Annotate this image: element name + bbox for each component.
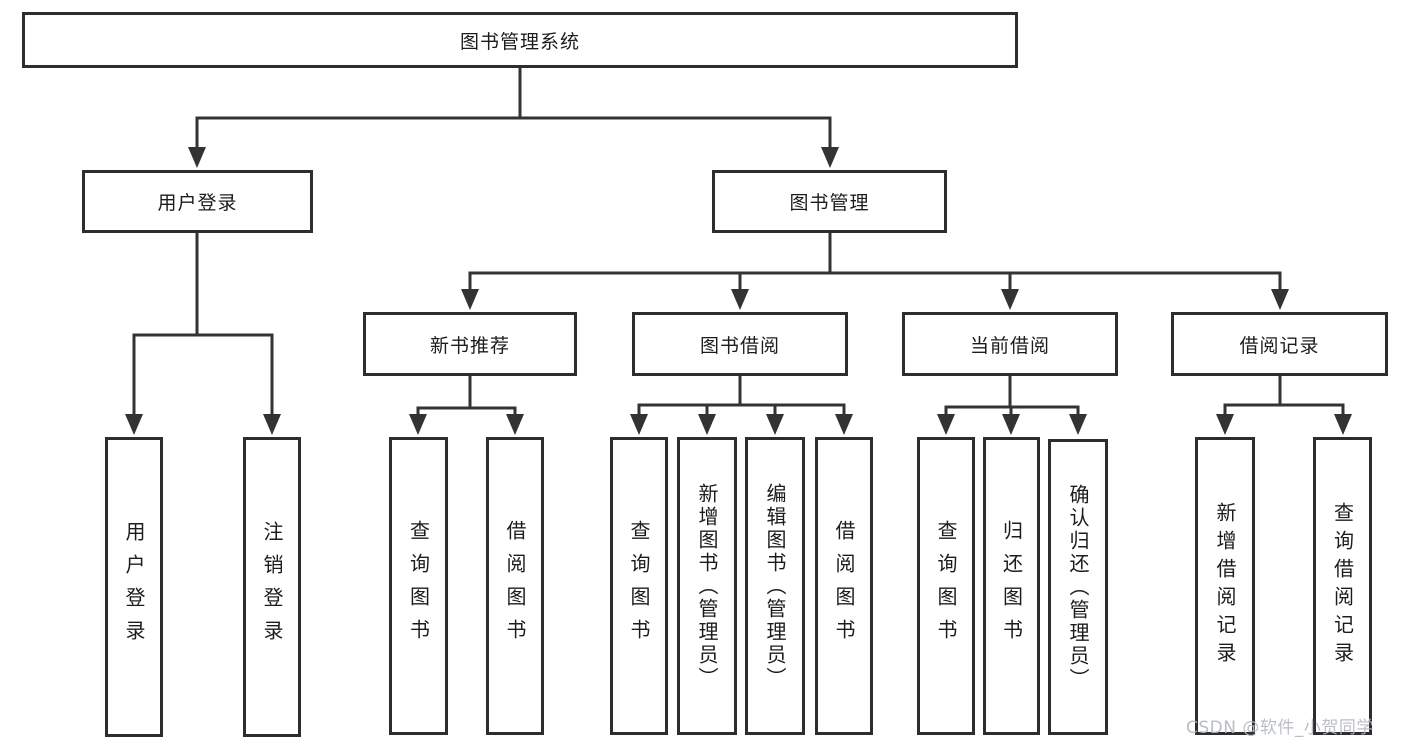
node-leaf-query-borrow-record-label: 查询借阅记录	[1330, 502, 1355, 670]
node-leaf-logout-label: 注销登录	[260, 521, 284, 653]
node-user-login: 用户登录	[82, 170, 313, 233]
connector-recommend-to-children	[416, 376, 517, 416]
node-leaf-recommend-query-books-label: 查询图书	[406, 520, 431, 652]
node-leaf-add-book-admin-label: 新增图书（管理员）	[695, 482, 719, 690]
arrowheads	[125, 147, 1352, 435]
connector-borrow-to-children	[637, 376, 846, 416]
node-leaf-confirm-return-admin: 确认归还（管理员）	[1048, 439, 1108, 735]
node-leaf-edit-book-admin: 编辑图书（管理员）	[745, 437, 805, 735]
node-borrow-records: 借阅记录	[1171, 312, 1388, 376]
csdn-watermark: CSDN @软件_小贺同学	[1186, 718, 1374, 738]
connector-records-to-children	[1223, 376, 1345, 416]
node-borrow-records-label: 借阅记录	[1239, 334, 1320, 357]
node-book-borrow-label: 图书借阅	[699, 334, 780, 357]
node-user-login-label: 用户登录	[157, 192, 238, 214]
node-leaf-borrow-books: 借阅图书	[815, 437, 873, 735]
node-book-borrow: 图书借阅	[632, 312, 848, 376]
node-new-book-recommend: 新书推荐	[363, 312, 577, 376]
node-leaf-recommend-borrow-books: 借阅图书	[486, 437, 544, 735]
node-leaf-add-borrow-record-label: 新增借阅记录	[1213, 502, 1237, 670]
node-leaf-user-login-label: 用户登录	[122, 521, 146, 653]
connector-root-to-level2	[195, 68, 832, 150]
node-leaf-edit-book-admin-label: 编辑图书（管理员）	[763, 482, 787, 690]
node-leaf-recommend-borrow-books-label: 借阅图书	[503, 520, 527, 652]
node-leaf-borrow-query-books-label: 查询图书	[627, 520, 651, 652]
node-leaf-add-book-admin: 新增图书（管理员）	[677, 437, 737, 735]
node-leaf-add-borrow-record: 新增借阅记录	[1195, 437, 1255, 735]
node-root-label: 图书管理系统	[459, 30, 580, 53]
node-book-mgmt: 图书管理	[712, 170, 947, 233]
node-book-mgmt-label: 图书管理	[789, 192, 870, 214]
node-leaf-user-login: 用户登录	[105, 437, 163, 737]
node-leaf-borrow-books-label: 借阅图书	[832, 520, 856, 652]
node-leaf-borrow-query-books: 查询图书	[610, 437, 668, 735]
node-leaf-return-books: 归还图书	[983, 437, 1040, 735]
node-leaf-current-query-books: 查询图书	[917, 437, 975, 735]
connector-login-to-children	[132, 233, 274, 415]
node-current-borrow-label: 当前借阅	[969, 334, 1050, 357]
connector-current-to-children	[944, 376, 1080, 416]
node-leaf-recommend-query-books: 查询图书	[389, 437, 448, 735]
node-leaf-return-books-label: 归还图书	[999, 520, 1024, 652]
node-leaf-confirm-return-admin-label: 确认归还（管理员）	[1066, 483, 1090, 691]
node-new-book-recommend-label: 新书推荐	[429, 334, 510, 357]
node-leaf-current-query-books-label: 查询图书	[934, 520, 958, 652]
node-leaf-logout: 注销登录	[243, 437, 301, 737]
node-current-borrow: 当前借阅	[902, 312, 1118, 376]
node-leaf-query-borrow-record: 查询借阅记录	[1313, 437, 1372, 735]
connector-mgmt-to-level3	[468, 233, 1282, 290]
node-root: 图书管理系统	[22, 12, 1018, 68]
